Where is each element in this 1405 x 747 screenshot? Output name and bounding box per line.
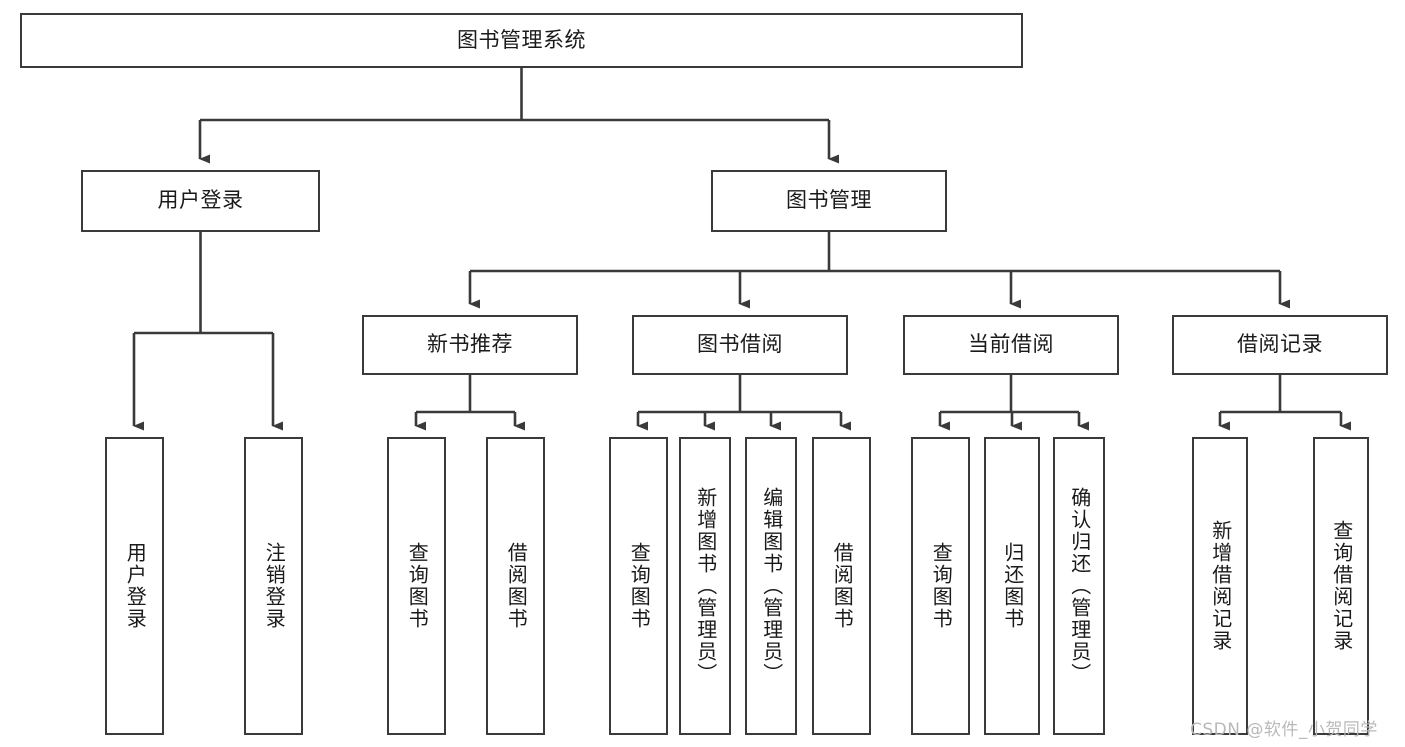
node-leaf-edit-book[interactable]: 编辑图书（管理员） (745, 437, 797, 735)
node-root[interactable]: 图书管理系统 (20, 13, 1023, 68)
node-leaf-add-book[interactable]: 新增图书（管理员） (679, 437, 731, 735)
node-label: 借阅图书 (504, 542, 529, 630)
node-label: 确认归还（管理员） (1067, 487, 1092, 685)
node-leaf-query-book-cb[interactable]: 查询图书 (911, 437, 970, 735)
node-label: 图书借阅 (697, 332, 783, 357)
node-label: 归还图书 (1000, 542, 1025, 630)
node-label: 用户登录 (157, 188, 244, 213)
node-label: 图书管理 (786, 188, 872, 213)
node-label: 注销登录 (262, 542, 287, 630)
node-book-manage[interactable]: 图书管理 (711, 170, 947, 232)
node-label: 查询借阅记录 (1329, 520, 1354, 652)
node-leaf-query-book-bb[interactable]: 查询图书 (609, 437, 668, 735)
node-new-book-rec[interactable]: 新书推荐 (362, 315, 578, 375)
node-leaf-confirm-return[interactable]: 确认归还（管理员） (1053, 437, 1105, 735)
node-label: 新增借阅记录 (1208, 520, 1233, 652)
node-label: 借阅记录 (1237, 332, 1323, 357)
node-user-login[interactable]: 用户登录 (81, 170, 320, 232)
node-label: 当前借阅 (968, 332, 1054, 357)
node-leaf-borrow-book-bb[interactable]: 借阅图书 (812, 437, 871, 735)
node-label: 图书管理系统 (457, 27, 586, 52)
node-leaf-return-book[interactable]: 归还图书 (984, 437, 1040, 735)
node-label: 查询图书 (627, 542, 652, 630)
node-borrow-record[interactable]: 借阅记录 (1172, 315, 1388, 375)
node-leaf-borrow-book-rec[interactable]: 借阅图书 (486, 437, 545, 735)
node-label: 借阅图书 (830, 542, 855, 630)
node-label: 用户登录 (123, 542, 148, 630)
node-label: 新增图书（管理员） (693, 487, 718, 685)
connector-group (132, 68, 1351, 431)
node-label: 新书推荐 (427, 332, 513, 357)
node-current-borrow[interactable]: 当前借阅 (903, 315, 1119, 375)
node-label: 编辑图书（管理员） (759, 487, 784, 685)
node-leaf-query-record[interactable]: 查询借阅记录 (1313, 437, 1369, 735)
node-leaf-query-book-rec[interactable]: 查询图书 (387, 437, 446, 735)
node-leaf-user-login[interactable]: 用户登录 (105, 437, 164, 735)
node-label: 查询图书 (405, 542, 430, 630)
node-book-borrow[interactable]: 图书借阅 (632, 315, 848, 375)
node-label: 查询图书 (929, 542, 954, 630)
node-leaf-add-record[interactable]: 新增借阅记录 (1192, 437, 1248, 735)
node-leaf-user-logout[interactable]: 注销登录 (244, 437, 303, 735)
